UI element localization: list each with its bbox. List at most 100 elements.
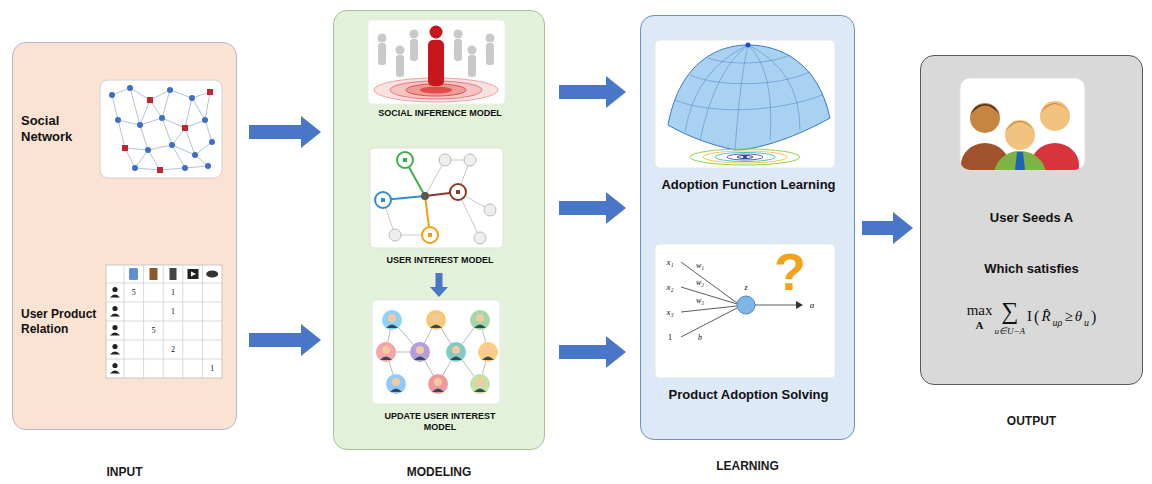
user-network-picture-part <box>428 374 448 394</box>
formula-symbol: uρ <box>1053 317 1063 329</box>
panel-heading: MODELING <box>334 464 544 480</box>
user-interest-picture-part <box>428 233 432 237</box>
user-product-table-part-part <box>110 352 120 355</box>
card-label: Adoption Function Learning <box>661 177 835 193</box>
social-inference-picture-part-part <box>486 43 494 65</box>
label-holder: x₂ <box>666 283 673 292</box>
user-seeds-picture-part-part <box>970 103 1000 133</box>
user-interest-picture-part <box>403 158 407 162</box>
formula-group: uρ <box>1053 311 1063 323</box>
flow-arrow <box>559 345 606 359</box>
social-network-picture-part-part <box>127 85 133 91</box>
card-label: UPDATE USER INTEREST MODEL <box>378 411 502 434</box>
formula-symbol: ( <box>1034 308 1039 326</box>
user-seeds-picture-part-part <box>1015 152 1025 170</box>
social-inference-picture <box>368 20 505 104</box>
table-cell: 1 <box>210 365 214 373</box>
label-holder: 1 <box>668 333 673 342</box>
user-interest-picture-part-part <box>484 204 496 216</box>
surface-plot-picture-part <box>655 40 835 168</box>
user-network-picture-part <box>476 314 484 322</box>
neuron-picture-part <box>681 262 737 337</box>
user-network-picture-part <box>434 378 442 386</box>
surface-plot-picture-part <box>743 155 747 159</box>
formula-symbol: I <box>1027 308 1032 325</box>
social-network-picture-part-part <box>145 147 151 153</box>
user-network-picture-part <box>390 389 402 393</box>
user-product-table-part-part <box>110 314 120 317</box>
user-seeds-picture-part-part <box>1005 120 1035 150</box>
social-network-picture-part-part <box>202 117 208 123</box>
user-network-picture-part <box>470 374 490 394</box>
user-product-table-part-part <box>112 363 117 368</box>
social-network-picture-part-part <box>132 165 138 171</box>
user-network-picture-part <box>476 378 484 386</box>
surface-plot-picture-part <box>668 45 830 150</box>
user-network-picture-part <box>382 310 402 330</box>
user-network-picture-part <box>376 342 396 362</box>
label-holder: z <box>744 284 747 292</box>
user-seeds-picture-part <box>961 101 1079 170</box>
user-network-picture <box>372 300 500 404</box>
label-holder: 1 <box>171 308 175 316</box>
flow-arrow <box>862 221 893 235</box>
neuron-label: x₃ <box>666 308 673 317</box>
social-network-picture <box>100 80 222 178</box>
label-holder: a <box>810 301 815 310</box>
formula-group: ∑u∈U−A <box>995 298 1026 336</box>
user-seeds-picture-part-part <box>1005 121 1035 132</box>
neuron-picture-part <box>755 305 796 306</box>
neuron-picture-part <box>737 296 755 314</box>
neuron-picture <box>655 244 835 378</box>
output-text: Which satisfies <box>921 261 1142 276</box>
user-product-table-part <box>170 268 177 280</box>
social-network-picture-part-part <box>137 122 143 128</box>
user-product-table-part <box>110 287 120 374</box>
label-holder: 5 <box>132 289 136 297</box>
user-network-picture-part <box>474 325 486 329</box>
table-cell: 2 <box>171 346 175 354</box>
formula-group: ( <box>1034 308 1039 326</box>
user-seeds-picture-part-part <box>970 104 1000 115</box>
flow-arrow <box>559 85 606 99</box>
user-seeds-picture-part-part <box>1040 101 1070 131</box>
user-network-picture-part <box>380 357 392 361</box>
social-network-picture-part-part <box>182 125 188 131</box>
formula-group: ) <box>1091 308 1096 326</box>
formula-symbol: θ <box>1075 308 1082 325</box>
formula-symbol: u <box>1084 317 1089 329</box>
table-cell: 5 <box>132 289 136 297</box>
social-network-picture-part-part <box>182 165 188 171</box>
user-network-picture-part <box>484 346 492 354</box>
formula-group: ≥ <box>1064 308 1072 325</box>
panel-heading: OUTPUT <box>921 413 1142 429</box>
user-product-table-part-part <box>110 333 120 336</box>
formula-group: u <box>1084 311 1089 323</box>
user-network-picture-part <box>386 374 406 394</box>
flow-arrow <box>559 201 606 215</box>
user-interest-picture <box>370 148 503 248</box>
label-holder: 2 <box>171 346 175 354</box>
card-label: SOCIAL INFERENCE MODEL <box>378 108 501 119</box>
label-holder: b <box>698 334 702 342</box>
surface-plot-picture <box>655 40 835 168</box>
user-interest-picture-part-part <box>439 154 451 166</box>
user-product-table <box>106 265 222 378</box>
surface-plot-picture-part <box>727 154 763 160</box>
user-network-picture-part <box>416 346 424 354</box>
user-product-table-part-part <box>112 287 117 292</box>
user-product-table-part <box>206 270 218 277</box>
user-interest-picture-part <box>397 152 413 168</box>
user-interest-picture-part <box>375 192 391 208</box>
table-cell: 5 <box>151 327 155 335</box>
social-network-picture-part <box>100 80 222 178</box>
neuron-label: z <box>744 284 747 292</box>
user-network-picture-part <box>482 357 494 361</box>
user-product-table-part-part <box>110 295 120 298</box>
formula-symbol: u∈U−A <box>995 326 1026 336</box>
user-network-picture-part <box>474 389 486 393</box>
user-product-table-part <box>150 268 158 280</box>
user-interest-picture-part <box>381 198 385 202</box>
